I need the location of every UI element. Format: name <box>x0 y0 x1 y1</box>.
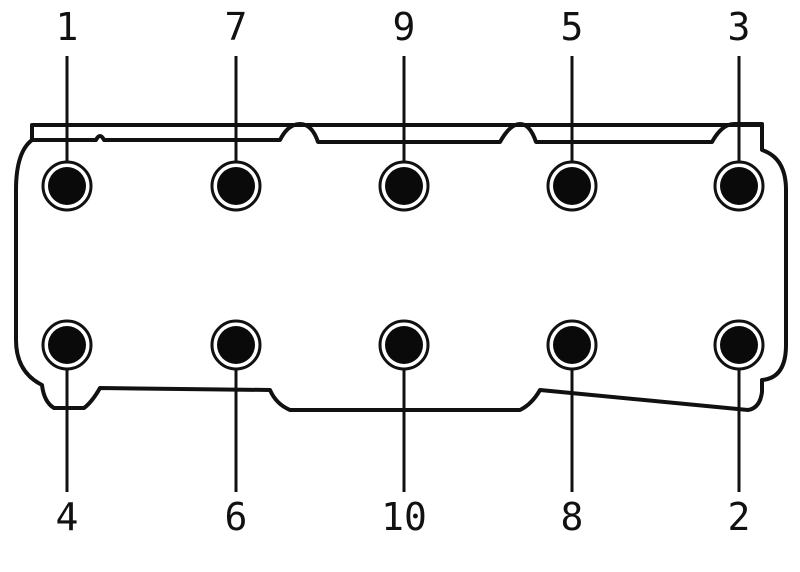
top_row-bolt-9: 9 <box>378 5 430 212</box>
bolt-head-icon <box>720 326 758 364</box>
bolt-head-icon <box>720 167 758 205</box>
bolt-number-label: 9 <box>393 5 416 49</box>
bolt-head-icon <box>217 326 255 364</box>
bottom_row-bolt-10: 10 <box>378 319 430 539</box>
top_row-bolt-7: 7 <box>210 5 262 212</box>
bolt-head-icon <box>553 167 591 205</box>
bottom_row-bolt-8: 8 <box>546 319 598 539</box>
bolt-number-label: 8 <box>561 495 584 539</box>
bottom_row-bolt-2: 2 <box>713 319 765 539</box>
top_row-bolt-3: 3 <box>713 5 765 212</box>
bolt-head-icon <box>553 326 591 364</box>
bolt-number-label: 2 <box>728 495 751 539</box>
bolt-head-icon <box>385 167 423 205</box>
bolt-number-label: 1 <box>56 5 79 49</box>
bolt-number-label: 6 <box>225 495 248 539</box>
bolt-head-icon <box>48 326 86 364</box>
top_row-bolt-5: 5 <box>546 5 598 212</box>
bolt-head-icon <box>217 167 255 205</box>
bottom_row-bolt-6: 6 <box>210 319 262 539</box>
bolt-number-label: 7 <box>225 5 248 49</box>
head-top-rail <box>30 122 764 144</box>
bottom_row-bolt-4: 4 <box>41 319 93 539</box>
bolt-number-label: 3 <box>728 5 751 49</box>
bolt-number-label: 5 <box>561 5 584 49</box>
bolt-head-icon <box>48 167 86 205</box>
bolt-number-label: 10 <box>381 495 427 539</box>
cylinder-head-outline <box>14 123 788 412</box>
bolt-number-label: 4 <box>56 495 79 539</box>
bolt-head-icon <box>385 326 423 364</box>
top_row-bolt-1: 1 <box>41 5 93 212</box>
